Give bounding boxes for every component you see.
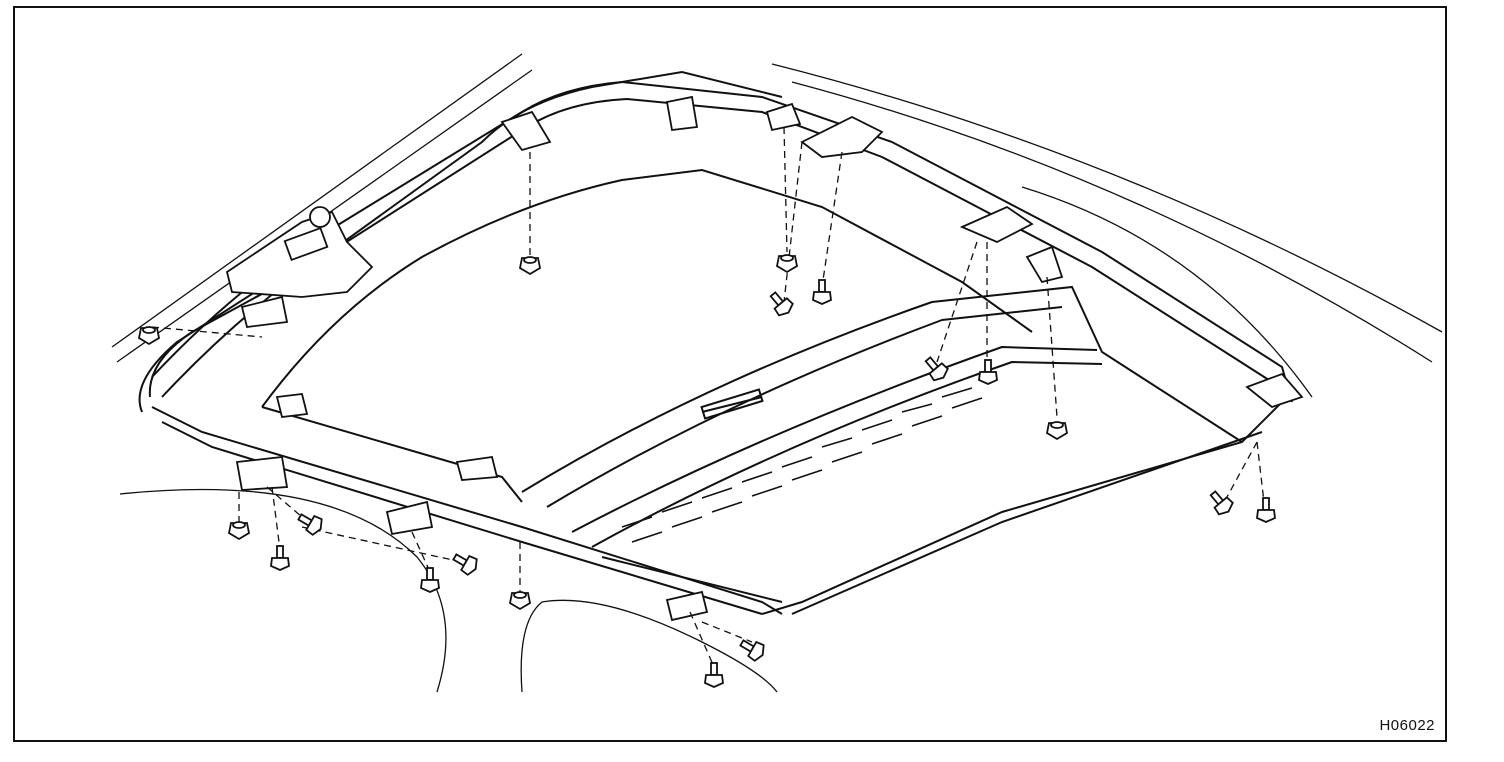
bolt-icon — [769, 291, 794, 317]
bolt-icon — [812, 279, 832, 305]
bolt-icon — [924, 356, 949, 382]
bolt-icon — [420, 567, 440, 593]
nut-icon — [508, 591, 532, 611]
nut-icon — [137, 326, 161, 346]
vehicle-roof-outline — [111, 53, 1443, 693]
sunroof-housing-frame — [138, 70, 1293, 615]
nut-icon — [518, 256, 542, 276]
bolt-icon — [1209, 490, 1234, 516]
figure-frame: H06022 — [13, 6, 1447, 742]
deflector-slots — [621, 387, 983, 543]
bolt-icon — [739, 639, 765, 662]
bolt-icon — [704, 662, 724, 688]
nut-icon — [775, 254, 799, 274]
sunroof-assembly-drawing — [111, 53, 1443, 693]
fasteners — [137, 254, 1276, 688]
fastener-leader-lines — [151, 126, 1265, 668]
bolt-icon — [297, 513, 323, 536]
figure-code-label: H06022 — [1379, 717, 1435, 734]
bolt-icon — [1256, 497, 1276, 523]
nut-icon — [227, 521, 251, 541]
mounting-brackets — [225, 95, 1304, 622]
nut-icon — [1045, 421, 1069, 441]
bolt-icon — [270, 545, 290, 571]
bolt-icon — [978, 359, 998, 385]
bolt-icon — [452, 553, 478, 576]
